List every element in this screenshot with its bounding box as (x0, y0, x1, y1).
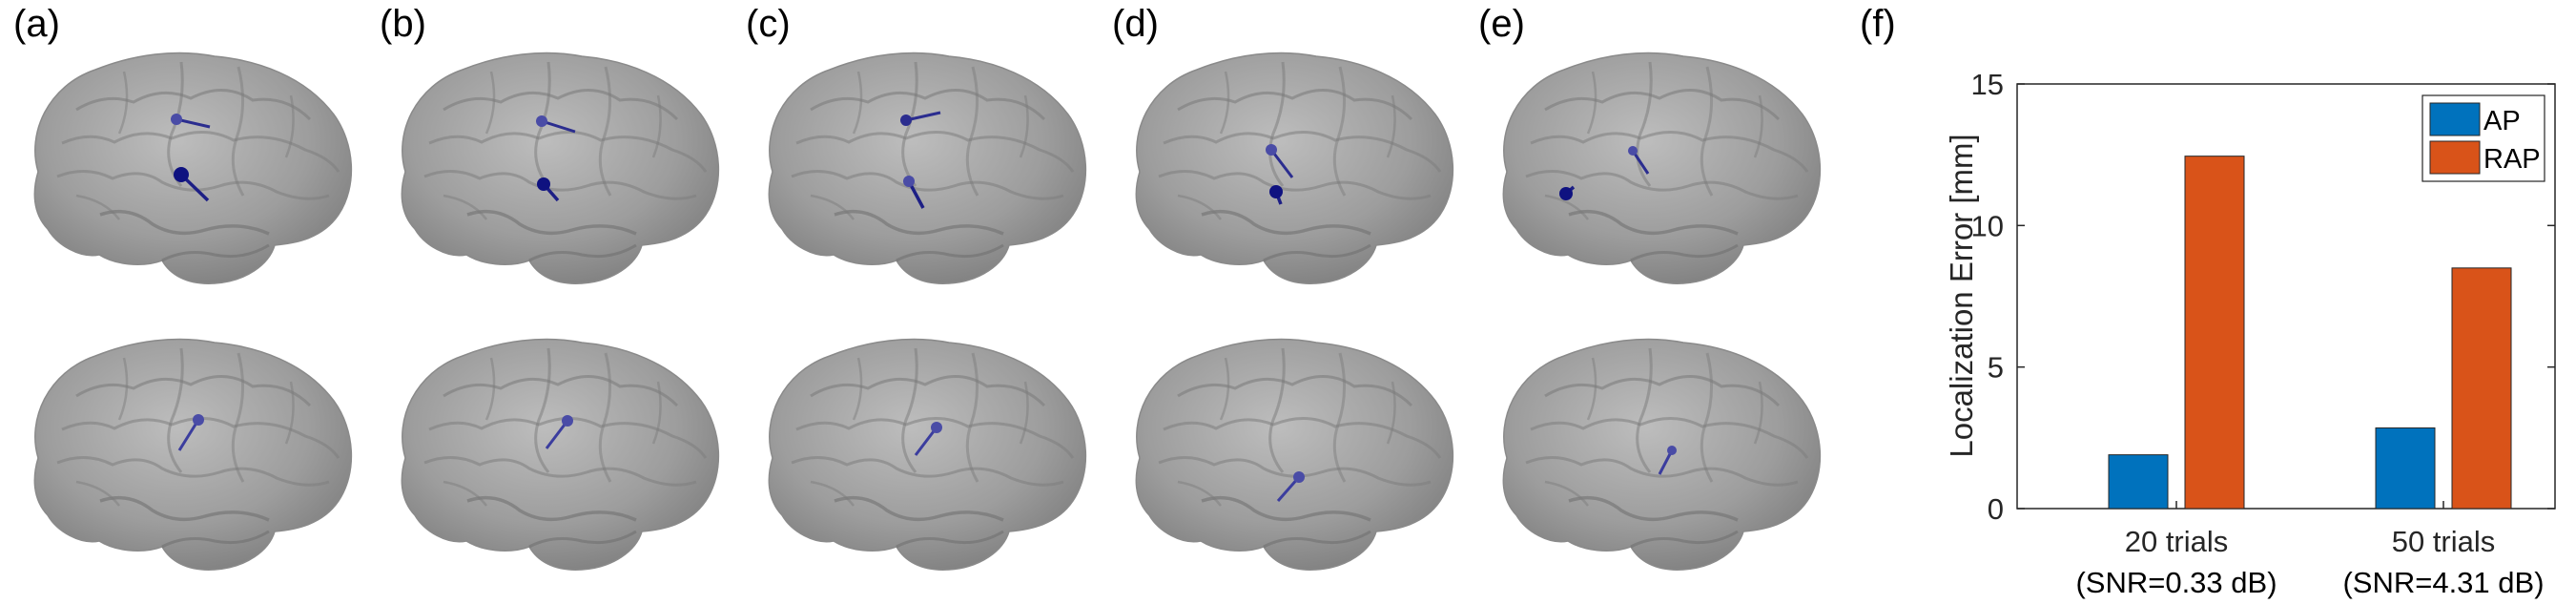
panel-label-a: (a) (13, 3, 60, 45)
panel-label-b: (b) (380, 3, 426, 45)
x-axis-labels: 20 trials (SNR=0.33 dB) 50 trials (SNR=4.31… (2075, 501, 2545, 599)
source-marker-b3 (545, 415, 573, 449)
source-marker-d3 (1276, 471, 1305, 502)
brain-panel-b (400, 51, 721, 572)
x-category-sublabel-0: (SNR=0.33 dB) (2075, 566, 2277, 599)
source-marker-b1 (536, 115, 576, 134)
legend-label-rap: RAP (2483, 144, 2541, 175)
source-marker-e1 (1628, 146, 1650, 175)
brain-top-c (767, 51, 1088, 285)
brain-top-d (1134, 51, 1455, 285)
panel-label-d: (d) (1112, 3, 1159, 45)
panel-label-c: (c) (746, 3, 791, 45)
localization-error-chart: 0 5 10 15 20 trials (SNR=0.33 dB) 50 trials (S… (1944, 68, 2556, 599)
source-marker-d1 (1266, 144, 1294, 178)
source-marker-e2 (1559, 185, 1576, 200)
source-marker-e3 (1658, 446, 1677, 475)
brain-bottom-a (32, 337, 354, 572)
y-tick-label-1: 5 (1988, 351, 2004, 385)
brain-panel-c (767, 51, 1088, 572)
source-marker-c3 (914, 422, 942, 456)
brain-top-e (1501, 51, 1823, 285)
brain-panel-e (1501, 51, 1823, 572)
brain-bottom-c (767, 337, 1088, 572)
x-category-label-1: 50 trials (2392, 525, 2496, 558)
brain-panel-d (1134, 51, 1455, 572)
source-marker-a2 (174, 167, 210, 202)
bar-ap-1 (2375, 427, 2436, 510)
y-axis-label: Localization Error [mm] (1944, 134, 1979, 457)
legend-label-ap: AP (2483, 106, 2521, 136)
legend-swatch-rap (2429, 140, 2481, 175)
legend-swatch-ap (2429, 102, 2481, 136)
source-marker-a3 (177, 414, 204, 451)
bar-rap-1 (2451, 267, 2512, 510)
brain-top-a (32, 51, 354, 285)
x-category-sublabel-1: (SNR=4.31 dB) (2342, 566, 2544, 599)
source-marker-a1 (171, 114, 211, 129)
brain-bottom-d (1134, 337, 1455, 572)
y-axis-ticks: 0 5 10 15 (1971, 68, 2555, 526)
y-tick-label-3: 15 (1971, 68, 2004, 101)
brain-bottom-b (400, 337, 721, 572)
panel-label-e: (e) (1478, 3, 1525, 45)
bars (2108, 156, 2512, 510)
source-marker-c2 (903, 176, 925, 209)
source-marker-d2 (1269, 185, 1283, 205)
source-marker-c1 (900, 111, 941, 126)
brain-top-b (400, 51, 721, 285)
x-category-label-0: 20 trials (2125, 525, 2229, 558)
brain-bottom-e (1501, 337, 1823, 572)
y-tick-label-0: 0 (1988, 492, 2004, 526)
legend: AP RAP (2421, 94, 2545, 182)
bar-ap-0 (2108, 454, 2169, 510)
brain-panel-a (32, 51, 354, 572)
source-marker-b2 (537, 177, 560, 202)
y-tick-label-2: 10 (1971, 209, 2004, 242)
bar-rap-0 (2184, 156, 2245, 510)
panel-label-f: (f) (1860, 3, 1896, 45)
